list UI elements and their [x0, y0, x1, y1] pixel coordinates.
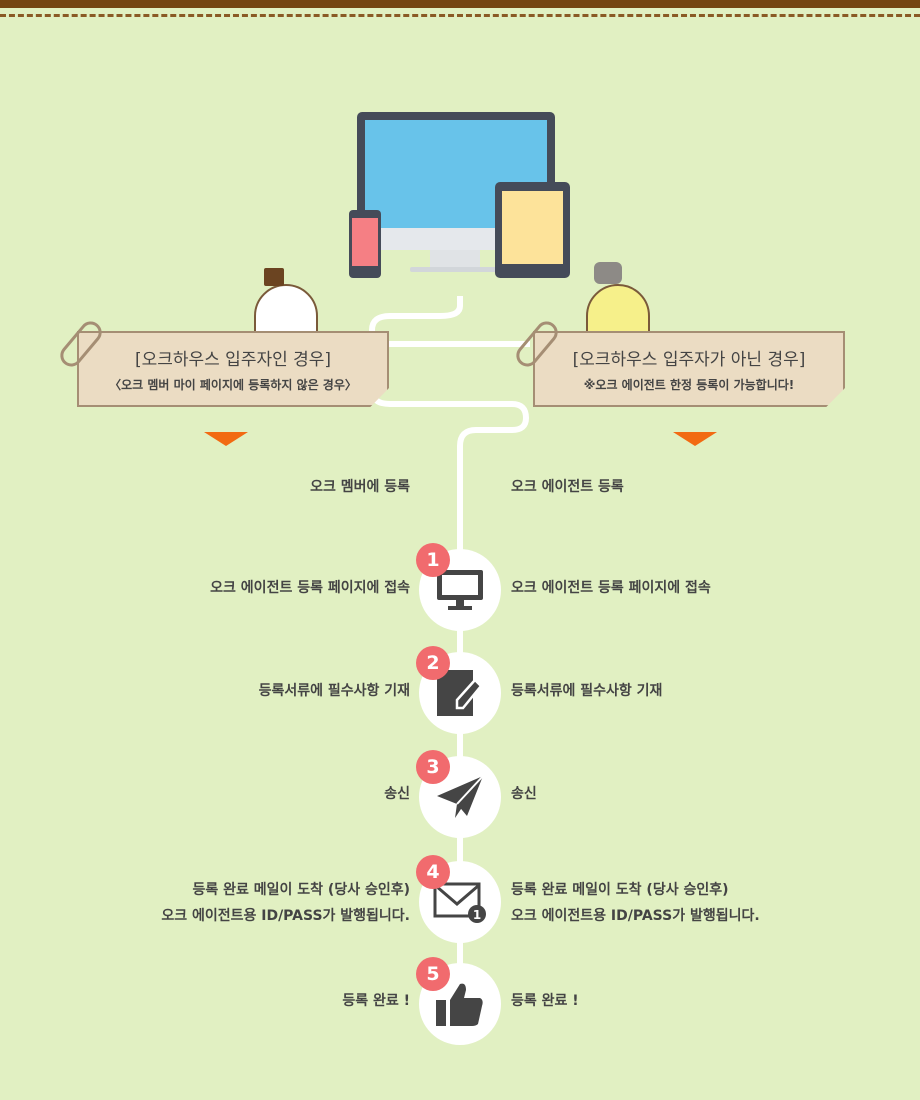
tablet-illustration: [495, 182, 570, 278]
step-4-left-line1: 등록 완료 메일이 도착 (당사 승인후): [192, 882, 411, 898]
step-badge: 4: [416, 855, 450, 889]
step-1-left: 오크 에이전트 등록 페이지에 접속: [210, 580, 410, 596]
monitor-stand: [430, 250, 480, 268]
resident-case-title: [오크하우스 입주자인 경우]: [134, 350, 332, 370]
step-5-right: 등록 완료 !: [511, 993, 579, 1009]
step-3-right: 송신: [511, 786, 537, 802]
step-2-right: 등록서류에 필수사항 기재: [511, 683, 663, 699]
phone-illustration: [349, 210, 381, 278]
top-border: [0, 0, 920, 8]
mail-notification-icon: 1: [433, 882, 486, 923]
monitor-icon: [437, 570, 483, 610]
resident-case-subtitle: 〈오크 멤버 마이 페이지에 등록하지 않은 경우〉: [109, 378, 357, 392]
step-badge: 3: [416, 750, 450, 784]
top-hat-icon: [264, 268, 284, 286]
dashed-divider: [0, 14, 920, 17]
step-2-left: 등록서류에 필수사항 기재: [258, 683, 410, 699]
step-4-right-line1: 등록 완료 메일이 도착 (당사 승인후): [511, 882, 729, 898]
chevron-down-icon: [204, 432, 248, 446]
step-4-left-line2: 오크 에이전트용 ID/PASS가 발행됩니다.: [161, 908, 410, 924]
step-1-circle: [419, 549, 501, 631]
step-5-left: 등록 완료 !: [342, 993, 410, 1009]
left-heading: 오크 멤버에 등록: [310, 479, 410, 495]
step-3-circle: [419, 756, 501, 838]
nonresident-case-box: [오크하우스 입주자가 아닌 경우] ※오크 에이전트 한정 등록이 가능합니다…: [533, 331, 845, 407]
step-badge: 5: [416, 957, 450, 991]
step-badge: 1: [416, 543, 450, 577]
svg-text:1: 1: [473, 908, 481, 922]
step-badge: 2: [416, 646, 450, 680]
step-4-right-line2: 오크 에이전트용 ID/PASS가 발행됩니다.: [511, 908, 760, 924]
paper-plane-icon: [437, 775, 484, 818]
step-1-right: 오크 에이전트 등록 페이지에 접속: [511, 580, 711, 596]
resident-case-box: [오크하우스 입주자인 경우] 〈오크 멤버 마이 페이지에 등록하지 않은 경…: [77, 331, 389, 407]
nonresident-case-subtitle: ※오크 에이전트 한정 등록이 가능합니다!: [583, 378, 795, 392]
nonresident-case-title: [오크하우스 입주자가 아닌 경우]: [572, 350, 806, 370]
edit-document-icon: [437, 670, 483, 716]
thumbs-up-icon: [436, 983, 483, 1026]
right-heading: 오크 에이전트 등록: [511, 479, 624, 495]
chevron-down-icon: [673, 432, 717, 446]
radio-icon: [594, 262, 622, 284]
monitor-base: [410, 267, 500, 272]
step-3-left: 송신: [384, 786, 410, 802]
